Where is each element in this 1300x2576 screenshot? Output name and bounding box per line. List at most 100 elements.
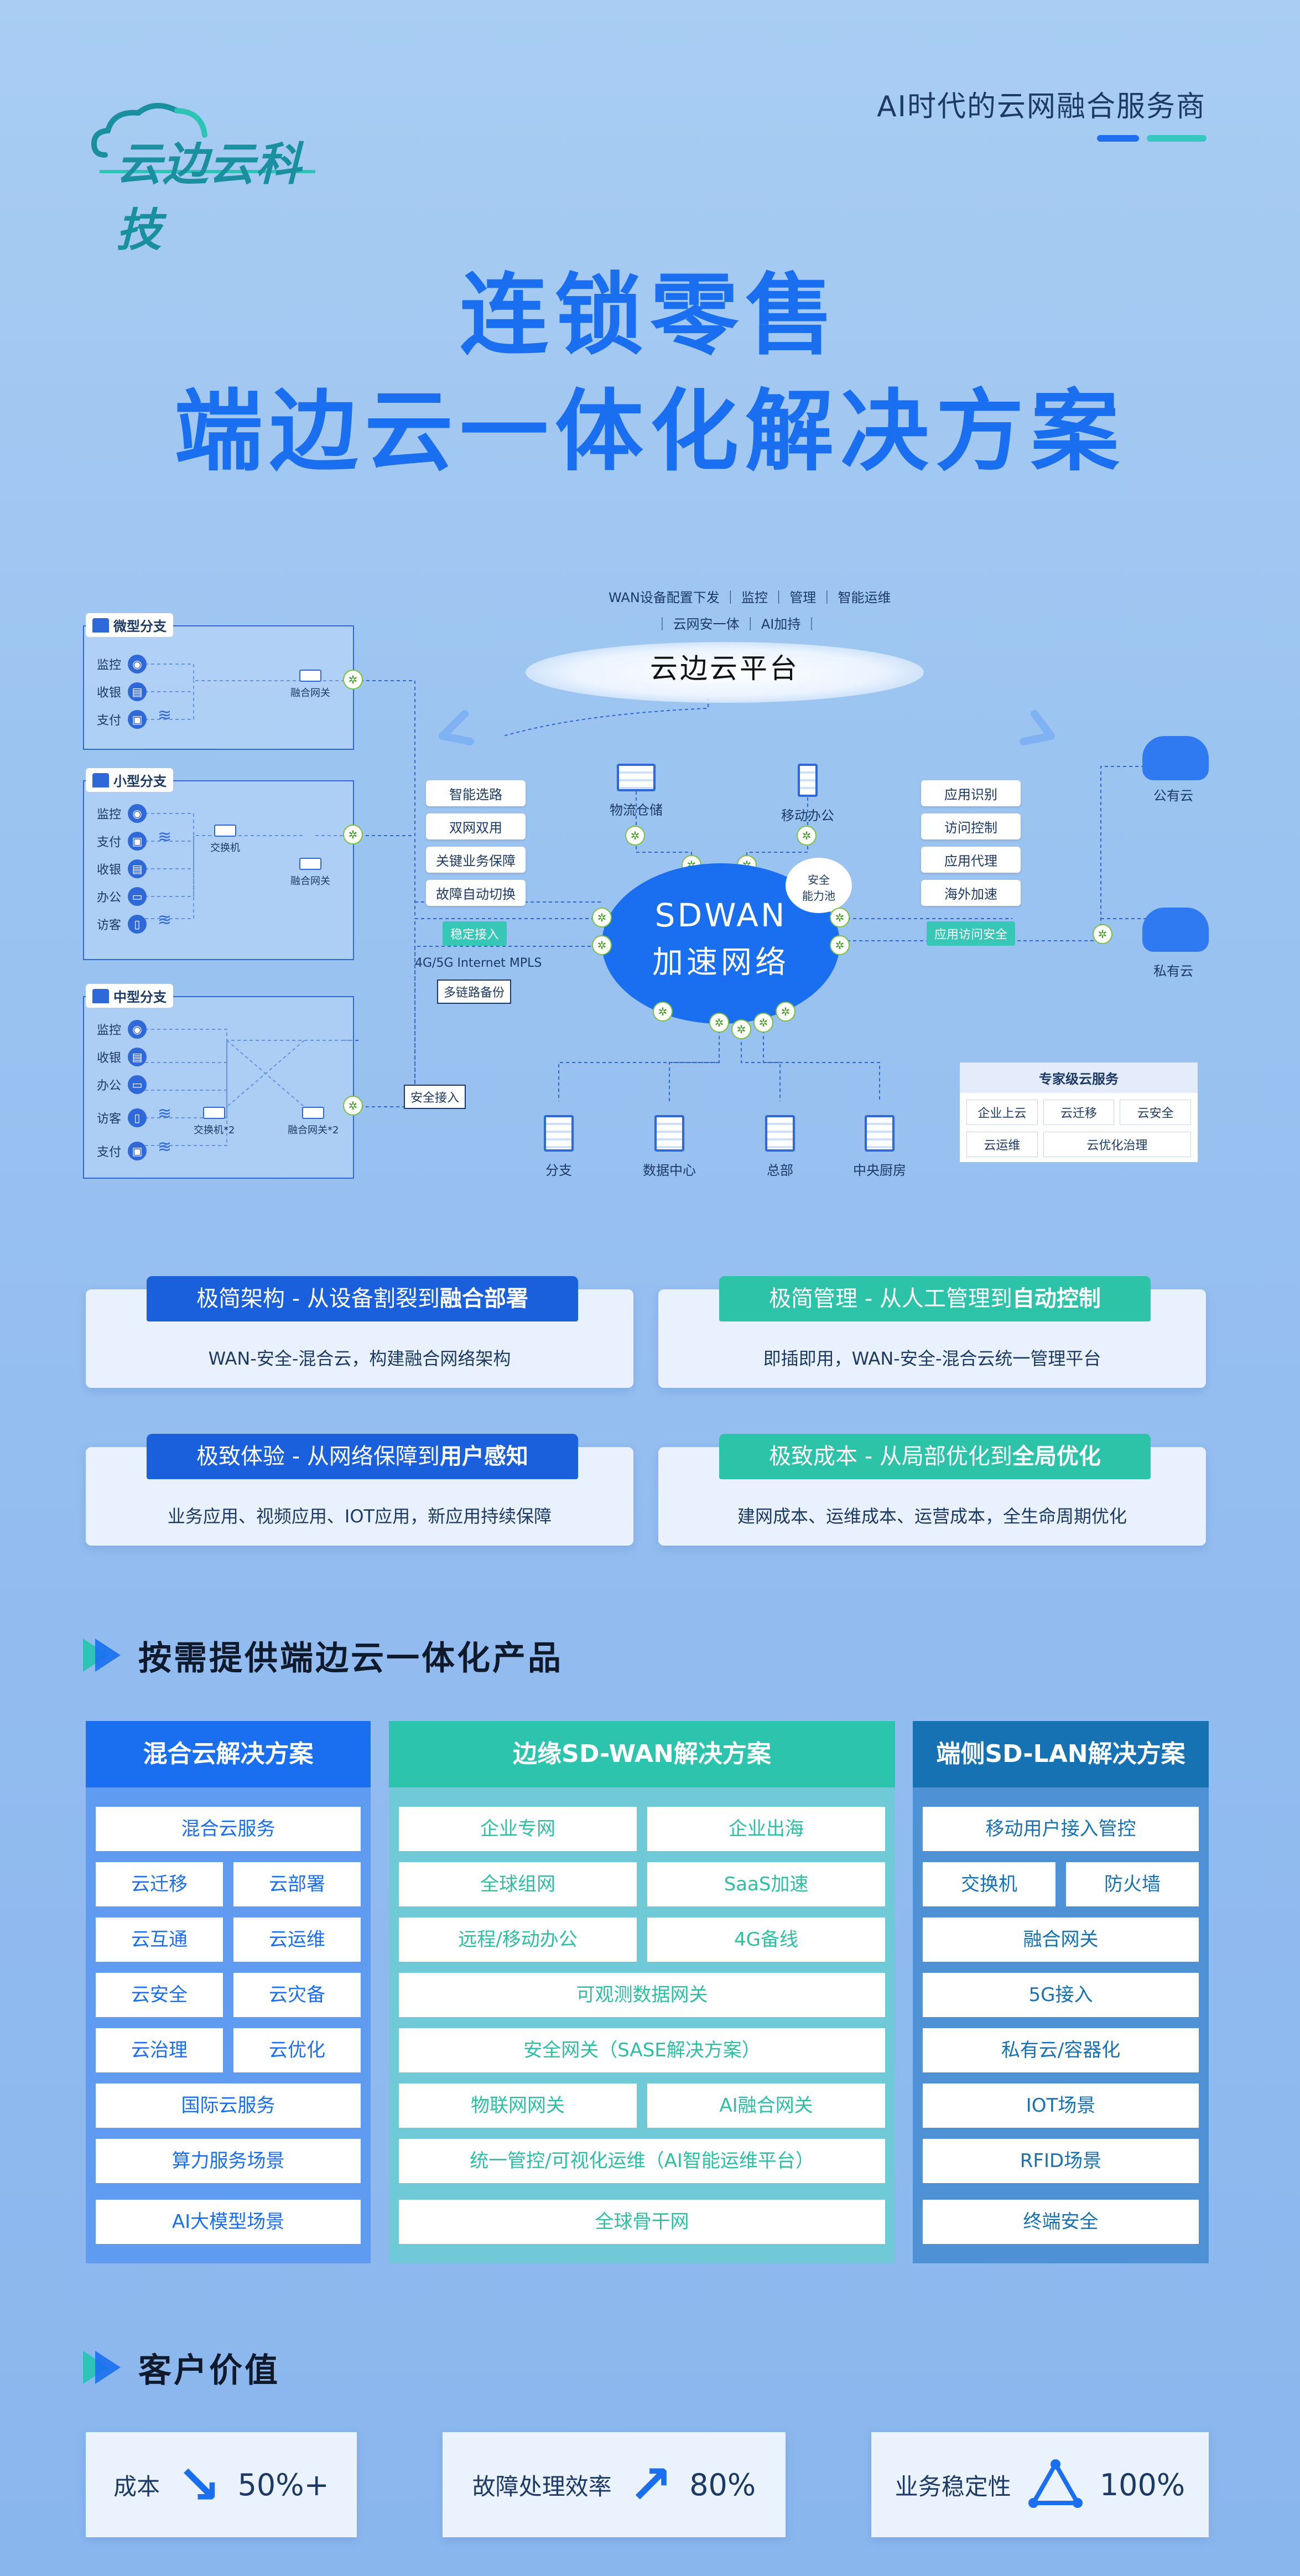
product-item: 私有云/容器化	[923, 2028, 1199, 2072]
sd-lan-title: 端侧SD-LAN解决方案	[913, 1721, 1209, 1787]
device-row: 访客▯	[97, 915, 147, 934]
warehouse-node: 物流仓储	[597, 764, 675, 818]
network-node-icon: ✲	[625, 826, 645, 846]
branch-medium-label: 中型分支	[86, 984, 173, 1008]
product-item: 全球骨干网	[399, 2200, 885, 2244]
diagram-lines	[133, 664, 1162, 1146]
value-card-desc: WAN-安全-混合云，构建融合网络架构	[208, 1348, 511, 1369]
link-types: 4G/5G Internet MPLS	[415, 956, 542, 970]
product-item: 远程/移动办公	[399, 1917, 637, 1962]
wifi-icon: ≋	[158, 827, 172, 847]
router-icon	[299, 858, 321, 870]
product-item: IOT场景	[923, 2083, 1199, 2128]
product-item: 云迁移	[96, 1862, 223, 1906]
central-kitchen-node: 中央厨房	[841, 1115, 918, 1179]
gateway: 融合网关*2	[288, 1107, 339, 1137]
network-node-icon: ✲	[343, 1096, 363, 1116]
page-title-line2: 端边云一体化解决方案	[174, 380, 1126, 483]
kpi-value: 50%+	[237, 2467, 329, 2502]
product-item: 云治理	[96, 2028, 223, 2072]
product-item: 融合网关	[923, 1917, 1199, 1962]
product-item: 交换机	[923, 1862, 1055, 1906]
kpi-card: 故障处理效率 ↗ 80%	[443, 2432, 786, 2537]
network-node-icon: ✲	[830, 935, 850, 955]
secure-access-tag: 安全接入	[404, 1085, 466, 1109]
sdwan-title: SDWAN	[654, 896, 787, 934]
switch-icon	[214, 825, 236, 837]
camera-icon: ◉	[128, 1020, 147, 1039]
payment-icon: ▣	[128, 1142, 147, 1160]
kpi-card: 成本 ↘ 50%+	[86, 2432, 357, 2537]
network-node-icon: ✲	[343, 670, 363, 690]
product-item: 云安全	[96, 1973, 223, 2017]
switch: 交换机	[210, 825, 240, 854]
public-cloud-label: 公有云	[1153, 788, 1193, 804]
device-row: 访客▯	[97, 1108, 147, 1127]
brand-name: 云边云科技	[116, 138, 302, 257]
product-item: 4G备线	[647, 1917, 885, 1962]
product-item: 统一管控/可视化运维（AI智能运维平台）	[399, 2139, 885, 2183]
product-item: 企业出海	[647, 1807, 885, 1851]
public-cloud-icon	[1142, 736, 1209, 780]
wifi-icon: ≋	[158, 910, 172, 930]
product-item: 终端安全	[923, 2200, 1199, 2244]
expert-title: 专家级云服务	[960, 1062, 1198, 1093]
product-item: 可观测数据网关	[399, 1973, 885, 2017]
device-row: 收银▤	[97, 682, 147, 701]
feature-tag: 关键业务保障	[426, 847, 526, 873]
branch-micro-label: 微型分支	[86, 613, 173, 637]
product-item: 云运维	[233, 1917, 361, 1962]
wifi-icon: ≋	[158, 1104, 172, 1123]
device-row: 收银▤	[97, 859, 147, 878]
network-node-icon: ✲	[592, 935, 612, 955]
wifi-icon: ≋	[158, 706, 172, 725]
tagline-bar-green	[1147, 135, 1207, 142]
wifi-icon: ≋	[158, 1137, 172, 1157]
network-node-icon: ✲	[797, 826, 817, 846]
network-node-icon: ✲	[343, 825, 363, 844]
network-node-icon: ✲	[731, 1019, 751, 1039]
private-cloud-label: 私有云	[1153, 963, 1193, 979]
product-item: 云互通	[96, 1917, 223, 1962]
section-play-icon	[83, 2349, 125, 2387]
device-row: 收银▤	[97, 1048, 147, 1066]
tagline: AI时代的云网融合服务商	[877, 90, 1206, 123]
product-item: 安全网关（SASE解决方案）	[399, 2028, 885, 2072]
value-card: 极致成本 - 从局部优化到全局优化 建网成本、运维成本、运营成本，全生命周期优化	[658, 1434, 1206, 1546]
multi-link-tag: 多链路备份	[437, 979, 512, 1004]
expert-item: 云优化治理	[1043, 1132, 1191, 1157]
device-row: 支付▣	[97, 832, 147, 851]
platform-glow: 云边云平台	[526, 642, 924, 703]
platform-capabilities: WAN设备配置下发 ｜ 监控 ｜ 管理 ｜ 智能运维	[609, 590, 891, 605]
cashier-icon: ▤	[128, 859, 147, 878]
camera-icon: ◉	[128, 655, 147, 673]
value-card-desc: 建网成本、运维成本、运营成本，全生命周期优化	[737, 1506, 1127, 1527]
product-item: 移动用户接入管控	[923, 1807, 1199, 1851]
product-item: 国际云服务	[96, 2083, 361, 2128]
value-card: 极简管理 - 从人工管理到自动控制 即插即用，WAN-安全-混合云统一管理平台	[658, 1276, 1206, 1388]
down-arrow-icon: ↘	[176, 2454, 221, 2516]
device-row: 监控◉	[97, 1020, 147, 1039]
switch: 交换机*2	[194, 1107, 235, 1137]
expert-item: 企业上云	[966, 1100, 1038, 1125]
store-icon	[92, 988, 109, 1003]
phone-icon: ▯	[128, 915, 147, 934]
value-card-title: 极致体验 - 从网络保障到用户感知	[147, 1434, 578, 1479]
device-row: 支付▣	[97, 1142, 147, 1160]
sd-lan-column: 端侧SD-LAN解决方案 移动用户接入管控 交换机 防火墙 融合网关 5G接入 …	[913, 1721, 1209, 2263]
product-item: AI大模型场景	[96, 2200, 361, 2244]
router-icon	[302, 1107, 325, 1119]
monitor-icon: ▭	[128, 887, 147, 906]
architecture-diagram: WAN设备配置下发 ｜ 监控 ｜ 管理 ｜ 智能运维 ｜ 云网安一体 ｜ AI加…	[83, 576, 1223, 1195]
feature-tag: 智能选路	[426, 780, 526, 806]
value-card: 极简架构 - 从设备割裂到融合部署 WAN-安全-混合云，构建融合网络架构	[86, 1276, 633, 1388]
phone-icon	[798, 764, 818, 797]
brand-logo: 云边云科技	[83, 89, 343, 257]
product-item: 云部署	[233, 1862, 361, 1906]
cashier-icon: ▤	[128, 682, 147, 701]
device-row: 办公▭	[97, 1075, 147, 1094]
payment-icon: ▣	[128, 710, 147, 729]
expert-cloud-services: 专家级云服务 企业上云 云迁移 云安全 云运维 云优化治理	[960, 1062, 1198, 1162]
device-row: 监控◉	[97, 655, 147, 673]
feature-tag: 应用代理	[921, 847, 1021, 873]
